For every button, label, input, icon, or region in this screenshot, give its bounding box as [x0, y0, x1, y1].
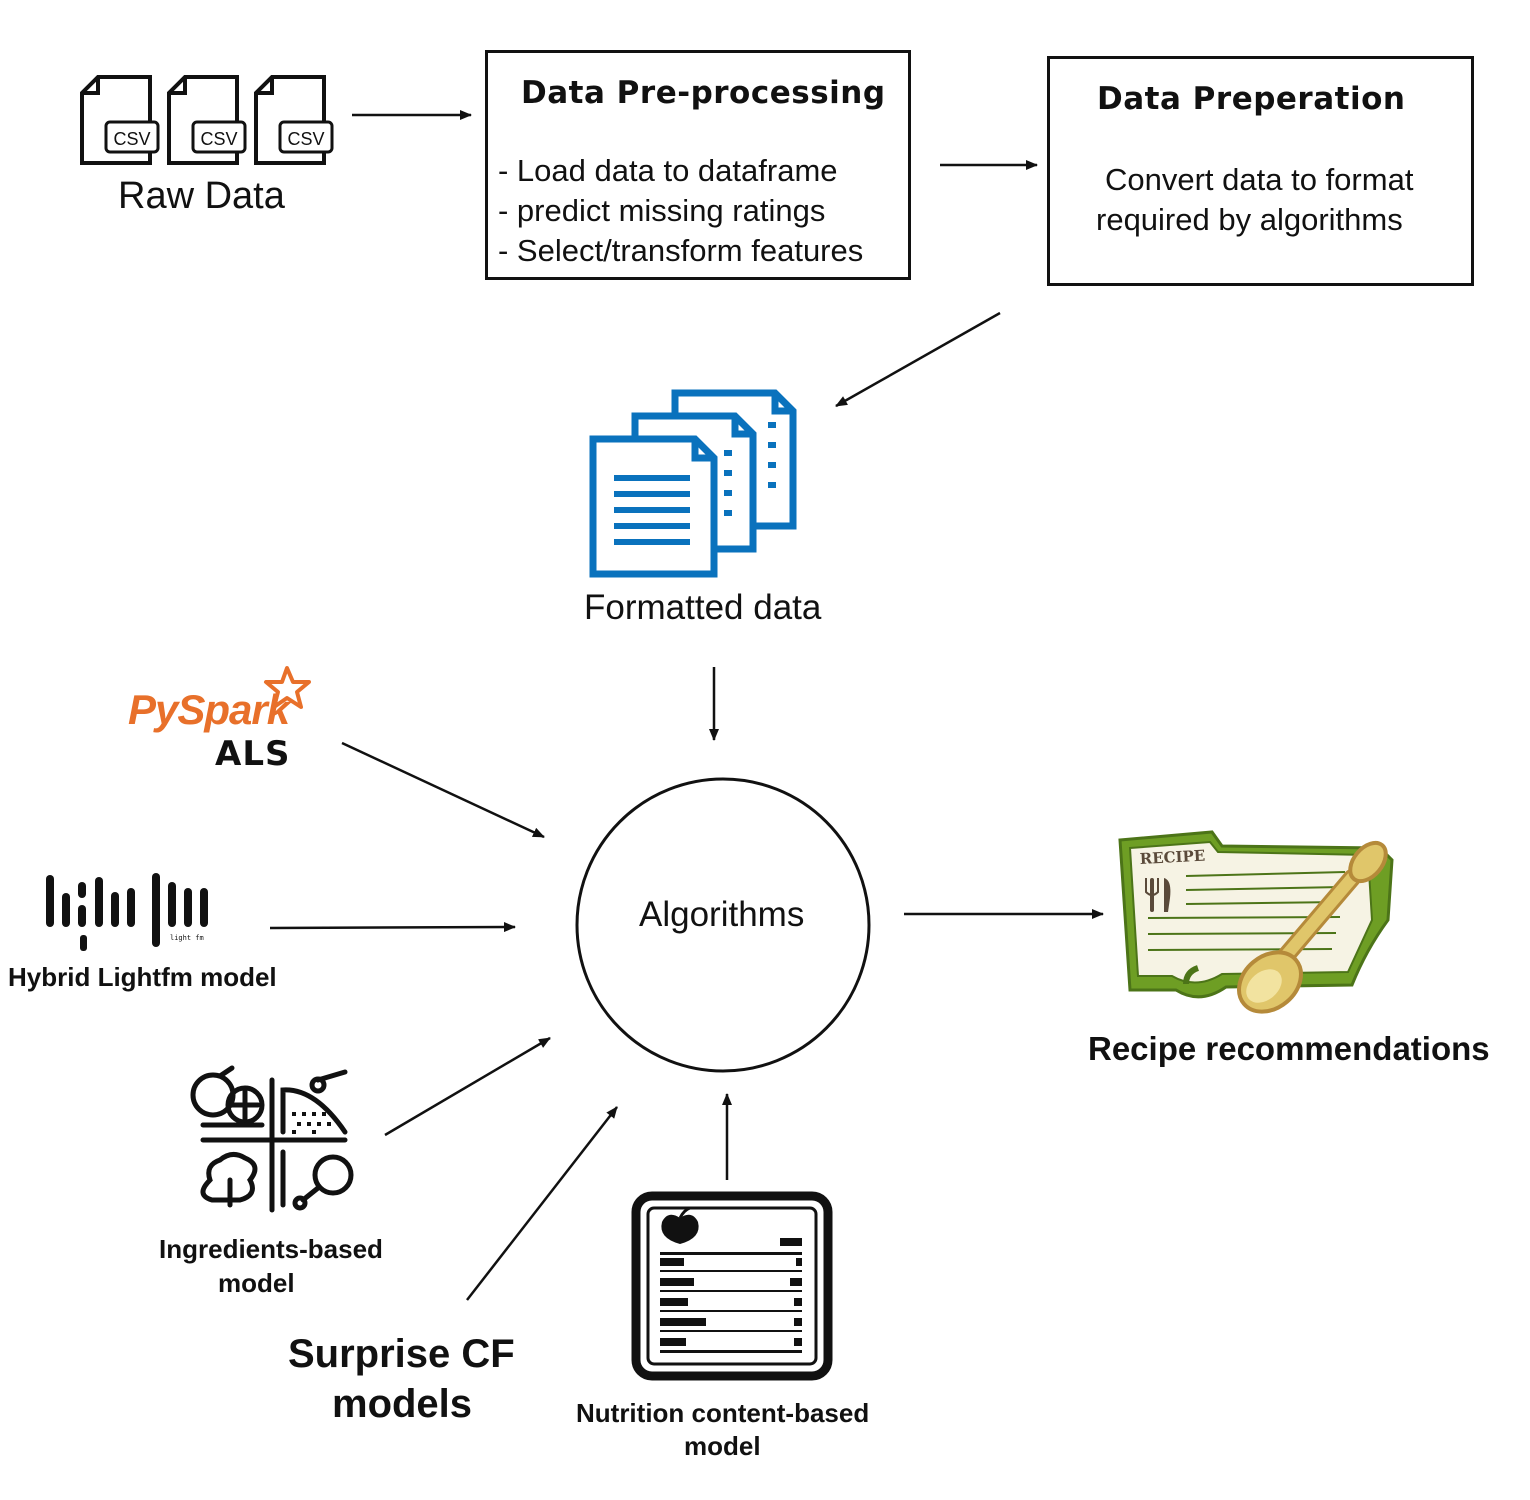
recipe-recommendations-label: Recipe recommendations: [1088, 1030, 1490, 1067]
preparation-line-1: Convert data to format: [1105, 162, 1414, 197]
algorithms-node: [575, 777, 871, 1073]
recipe-card-icon: [1118, 830, 1394, 1014]
arrow-surprise-to-algorithms: [466, 1106, 618, 1301]
preprocessing-box: Data Pre-processing - Load data to dataf…: [485, 50, 911, 280]
algorithms-label: Algorithms: [639, 895, 805, 934]
ingredients-label-line-2: model: [218, 1268, 295, 1298]
ingredients-label-line-1: Ingredients-based: [159, 1234, 383, 1264]
arrow-ingredients-to-algorithms: [384, 1036, 551, 1137]
nutrition-label-icon: [631, 1191, 833, 1381]
formatted-data-label: Formatted data: [584, 588, 822, 627]
surprise-label-line-1: Surprise CF: [288, 1332, 515, 1376]
csv-file-icon: [167, 75, 247, 165]
lightfm-logo-text: light fm: [170, 934, 204, 942]
preparation-line-2: required by algorithms: [1096, 202, 1403, 237]
arrow-pyspark-to-algorithms: [341, 741, 545, 839]
surprise-label-line-2: models: [332, 1382, 473, 1426]
preprocessing-line-1: - Load data to dataframe: [498, 153, 838, 188]
csv-file-icon: [80, 75, 160, 165]
preprocessing-line-2: - predict missing ratings: [498, 193, 826, 228]
csv-file-icon: [254, 75, 334, 165]
document-stack-icon: [589, 389, 797, 578]
recipe-card-text: RECIPE: [1139, 847, 1205, 868]
csv-tag-1: CSV: [113, 129, 150, 149]
pyspark-als-label: ALS: [215, 734, 291, 774]
spoon: [1237, 840, 1388, 1014]
csv-tag-2: CSV: [200, 129, 237, 149]
ingredients-icon: [190, 1065, 354, 1213]
csv-tag-3: CSV: [287, 129, 324, 149]
arrow-preparation-to-formatted: [835, 311, 1001, 408]
preprocessing-title: Data Pre-processing: [521, 75, 886, 111]
raw-data-label: Raw Data: [118, 175, 285, 217]
ingredients-dots: [292, 1112, 331, 1134]
nutrition-label-line-1: Nutrition content-based: [576, 1398, 870, 1428]
arrows: [269, 110, 1104, 1301]
pyspark-logo: [264, 666, 311, 709]
preprocessing-line-3: - Select/transform features: [498, 233, 864, 268]
preparation-box: Data Preperation Convert data to format …: [1047, 56, 1474, 286]
lightfm-label: Hybrid Lightfm model: [8, 962, 277, 992]
arrow-lightfm-to-algorithms: [269, 922, 516, 933]
lightfm-logo: [46, 873, 208, 951]
preparation-title: Data Preperation: [1097, 81, 1406, 117]
nutrition-label-line-2: model: [684, 1431, 761, 1461]
csv-files-group: CSV CSV CSV: [80, 75, 334, 165]
pyspark-logo-text: PySpark: [128, 686, 290, 733]
